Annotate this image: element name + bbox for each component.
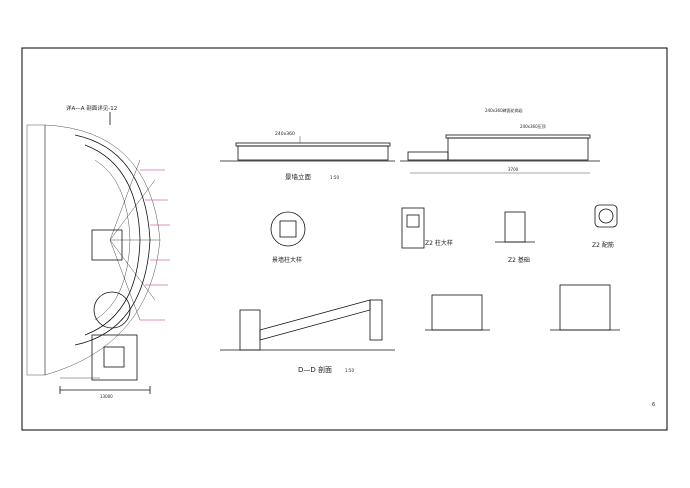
z2-pipe-title: Z2 配筋 <box>592 241 614 249</box>
z2-column-detail: Z2 柱大样 <box>401 207 453 249</box>
plan-fountain-square <box>91 229 123 261</box>
section-dd-title: D—D 剖面 <box>298 365 332 374</box>
wall-right-dim: 3700 <box>508 167 519 172</box>
wall-elevation-scale: 1:50 <box>330 175 339 180</box>
column-detail-title: 景墙柱大样 <box>272 256 302 264</box>
plan-pool-circle <box>93 291 131 329</box>
section-dd: D—D 剖面 1:50 <box>220 299 395 374</box>
plan-radial-lines <box>109 159 160 321</box>
plan-platform <box>91 334 138 381</box>
plan-dim-text: 13000 <box>100 394 113 399</box>
site-plan: 详A—A 剖面详见-12 13000 <box>26 104 170 399</box>
wall-elevation-label-1: 240x360 <box>275 131 295 137</box>
z2-pipe-detail: Z2 配筋 <box>592 204 618 249</box>
section-dd-scale: 1:50 <box>345 368 354 373</box>
page-number: 6 <box>652 402 655 408</box>
wall-elevation-title: 景墙立面 <box>285 172 312 181</box>
plan-section-mark: 详A—A 剖面详见-12 <box>66 104 117 112</box>
z2-base-title: Z2 基础 <box>508 256 530 264</box>
wall-elevation-right: 240x360碑面花岗岩 240x360压顶 3700 <box>400 107 600 174</box>
wall-right-label-1: 240x360碑面花岗岩 <box>485 107 523 113</box>
drawing-frame <box>21 47 668 431</box>
z2-column-title: Z2 柱大样 <box>425 239 453 247</box>
wall-right-label-2: 240x360压顶 <box>520 124 546 129</box>
column-detail: 景墙柱大样 <box>270 211 306 264</box>
z2-base-detail: Z2 基础 <box>495 211 535 264</box>
plan-leader-labels <box>140 169 170 321</box>
right-sections <box>425 284 620 331</box>
wall-elevation: 240x360 景墙立面 1:50 <box>220 131 395 181</box>
